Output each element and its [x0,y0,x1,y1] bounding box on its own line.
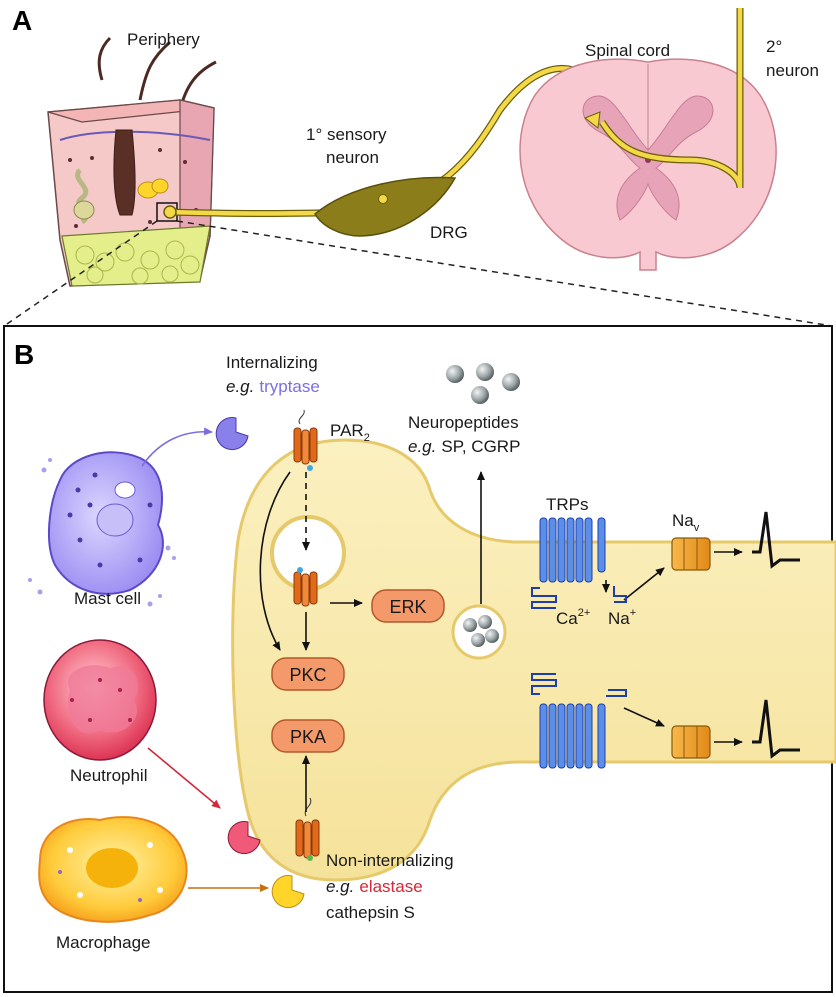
sp-cgrp-label: SP, CGRP [441,437,520,456]
internalizing-label: Internalizing [226,353,318,372]
panel-a-letter: A [12,5,32,36]
spinal-cord-label: Spinal cord [585,41,670,60]
zoom-lines [3,220,833,327]
tryptase-icon [215,417,249,451]
neuropeptides-eg: e.g. [408,437,436,456]
nav-channel-bottom [671,725,711,759]
skin-block [47,99,215,287]
macrophage-label: Macrophage [56,933,151,952]
nav-label: Nav [672,511,700,534]
non-internalizing-example: e.g. elastase [326,877,423,896]
calcium-label: Ca2+ [556,607,590,628]
tryptase-arrow [141,427,213,467]
ca-sup: 2+ [578,607,591,619]
non-int-eg: e.g. [326,877,354,896]
nav-channel-top [671,537,711,571]
trp-channel-top [531,517,627,609]
panel-b-letter: B [14,339,34,370]
elastase-label: elastase [359,877,422,896]
second-neuron-label-line1: 2° [766,37,782,56]
par2-label: PAR2 [330,421,370,444]
pka-label: PKA [290,727,326,747]
par2-text: PAR [330,421,364,440]
trps-label: TRPs [546,495,589,514]
erk-pill: ERK [371,589,445,623]
macrophage [38,816,188,923]
periphery-label: Periphery [127,30,200,49]
na-sup: + [630,607,636,619]
par2-receptor-top [293,409,318,471]
erk-label: ERK [389,597,426,617]
pkc-label: PKC [289,665,326,685]
elastase-icon [227,821,261,855]
drg-label: DRG [430,223,468,242]
pathway-arrows [259,471,743,812]
pka-pill: PKA [271,719,345,753]
trp-channel-bottom [531,673,627,769]
par2-sub: 2 [364,432,370,444]
sensory-neuron-label-line2: neuron [326,148,379,167]
pkc-pill: PKC [271,657,345,691]
mast-cell [28,451,176,607]
action-potential-bottom [752,699,800,759]
tryptase-label: tryptase [259,377,319,396]
action-potential-top [752,511,800,569]
internalizing-example: e.g. tryptase [226,377,320,396]
neuropeptides-example: e.g. SP, CGRP [408,437,520,456]
released-neuropeptides [446,363,520,404]
neuropeptides-label: Neuropeptides [408,413,519,432]
mast-cell-label: Mast cell [74,589,141,608]
nav-text: Na [672,511,694,530]
par2-receptor-internalized [293,567,318,607]
nav-sub: v [694,522,700,534]
elastase-arrow [147,747,221,809]
sensory-axon [163,64,599,237]
second-neuron [583,8,744,189]
eg-label: e.g. [226,377,254,396]
neutrophil-label: Neutrophil [70,766,148,785]
ca-text: Ca [556,609,578,628]
cathepsin-icon [271,875,305,909]
sodium-label: Na+ [608,607,636,628]
non-internalizing-label: Non-internalizing [326,851,454,870]
na-text: Na [608,609,630,628]
sensory-neuron-label-line1: 1° sensory [306,125,387,144]
par2-receptor-bottom [295,797,320,861]
cathepsin-label: cathepsin S [326,903,415,922]
neuropeptide-vesicle [451,604,507,660]
second-neuron-label-line2: neuron [766,61,819,80]
neutrophil [43,639,157,761]
